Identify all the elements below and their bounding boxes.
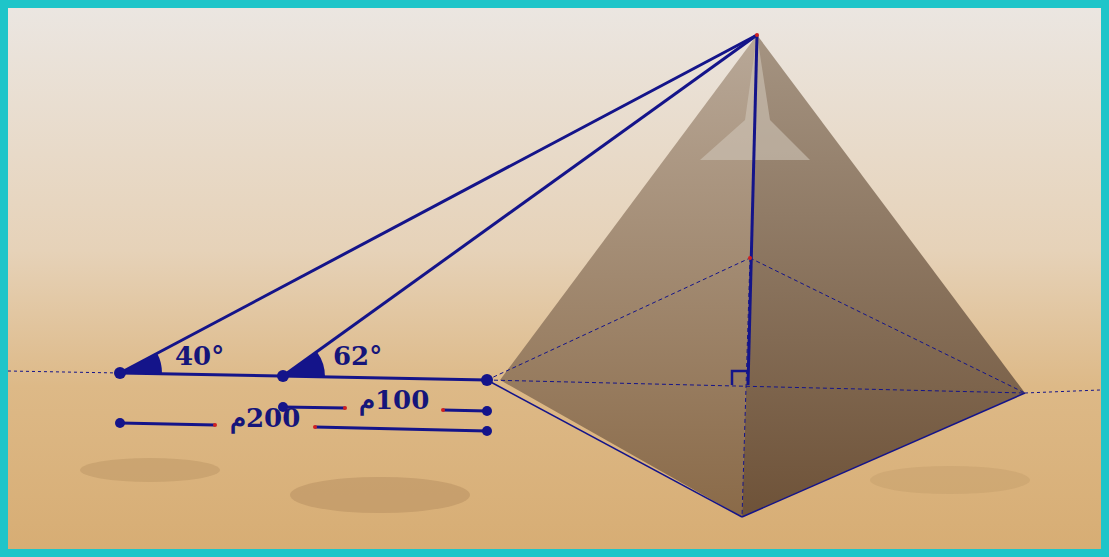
distance-label: 100م [356,386,432,414]
distance-label: 200م [227,404,303,432]
angle-label: 40° [172,342,227,370]
angle-label: 62° [330,342,385,370]
